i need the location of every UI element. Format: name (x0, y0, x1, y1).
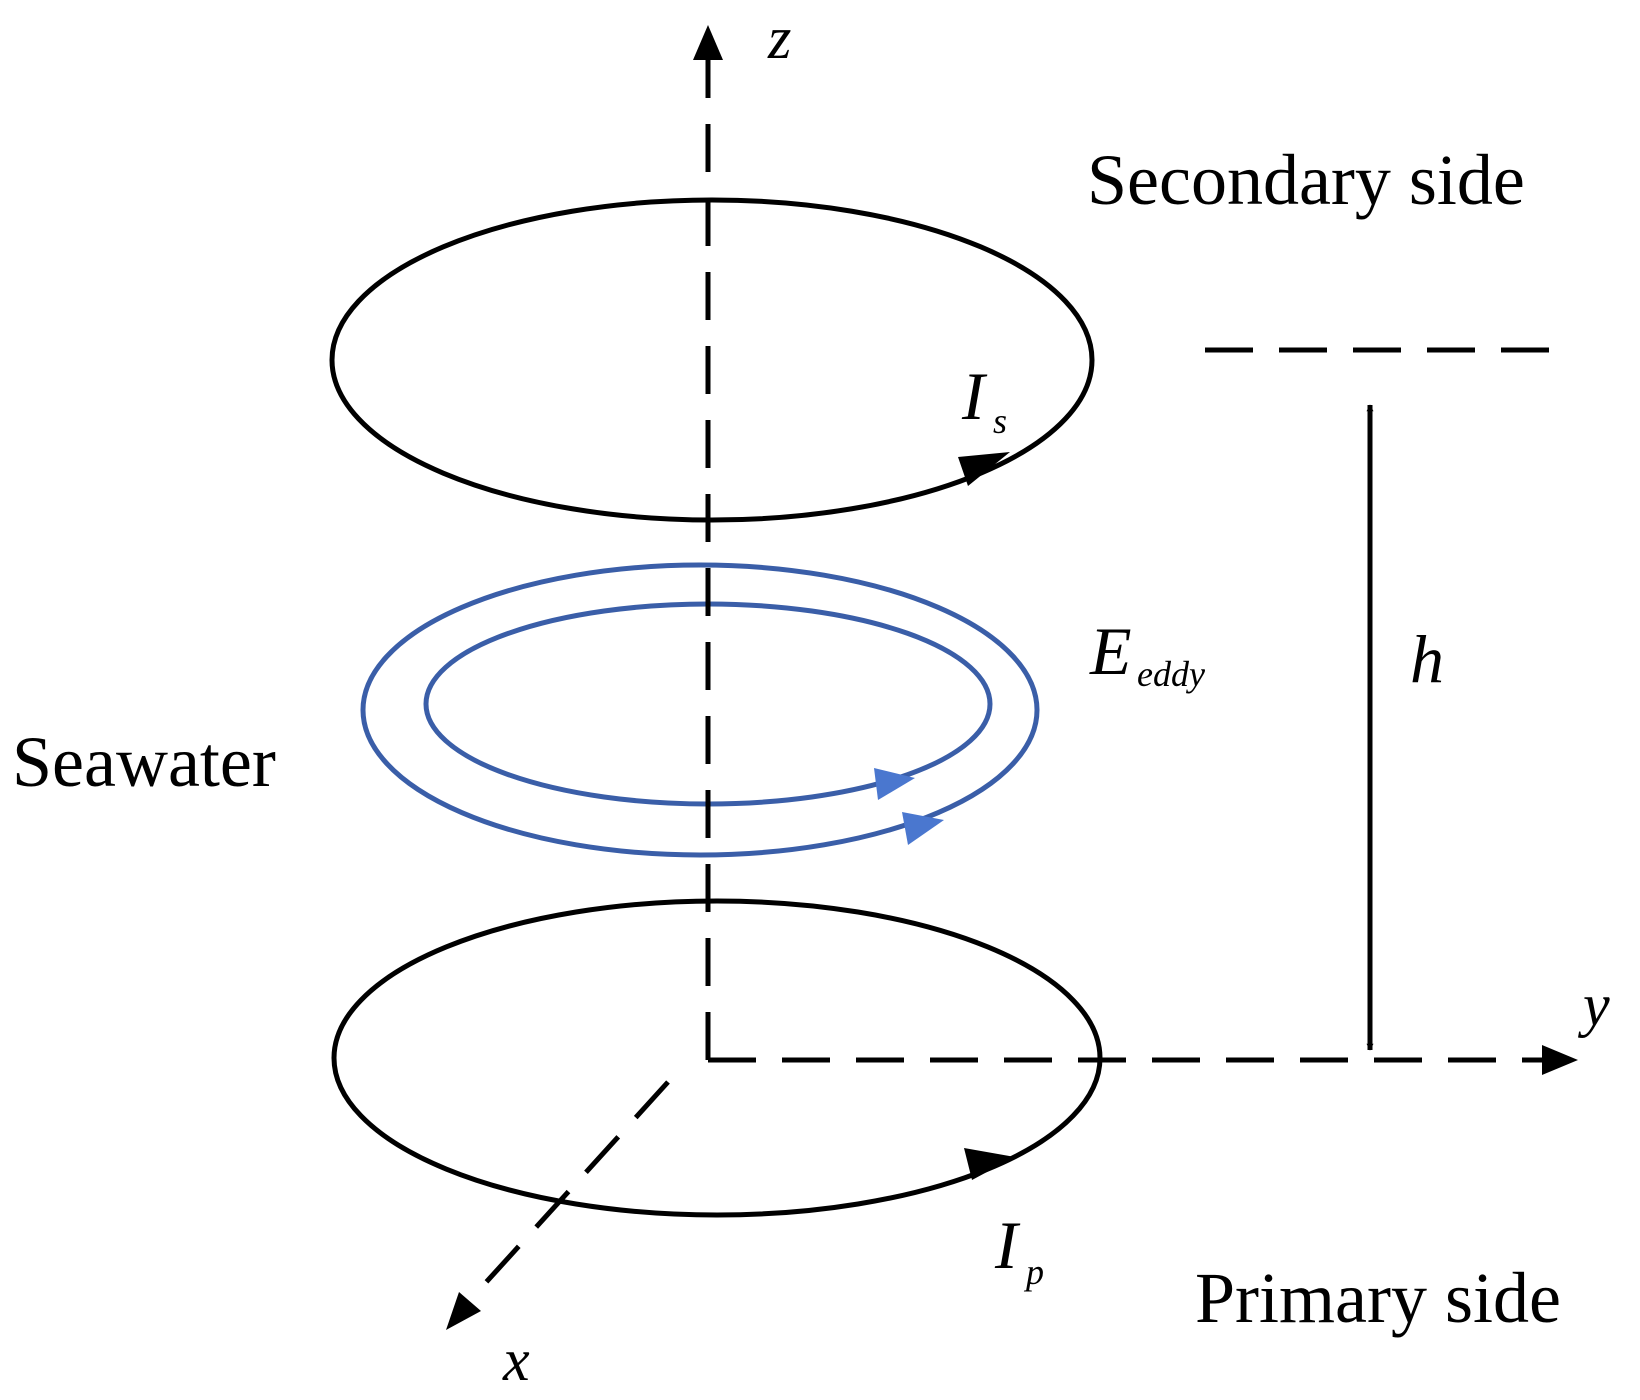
y-axis-arrowhead (1542, 1045, 1578, 1075)
eddy-loop-inner (423, 601, 993, 807)
secondary-current-subscript: s (993, 401, 1007, 441)
primary-current-subscript: p (1023, 1252, 1044, 1292)
x-axis (468, 1080, 670, 1302)
y-axis-label: y (1577, 972, 1610, 1038)
z-axis-label: z (767, 5, 791, 71)
eddy-field-symbol: E (1089, 613, 1132, 689)
secondary-current-symbol: I (961, 358, 988, 434)
primary-current-symbol: I (994, 1207, 1021, 1283)
primary-current-arrow (964, 1148, 1015, 1180)
eddy-arrow-inner (874, 768, 915, 800)
secondary-side-label: Secondary side (1087, 140, 1525, 220)
primary-side-label: Primary side (1195, 1258, 1561, 1338)
eddy-arrow-outer (902, 812, 944, 845)
eddy-field-subscript: eddy (1137, 654, 1205, 694)
eddy-loop-outer (360, 562, 1040, 858)
secondary-current-arrow (958, 452, 1010, 486)
x-axis-label: x (502, 1327, 530, 1393)
z-axis-arrowhead (693, 25, 723, 60)
x-axis-arrowhead (446, 1292, 481, 1330)
seawater-label: Seawater (12, 722, 276, 802)
secondary-coil (329, 197, 1095, 523)
height-label: h (1410, 621, 1444, 697)
